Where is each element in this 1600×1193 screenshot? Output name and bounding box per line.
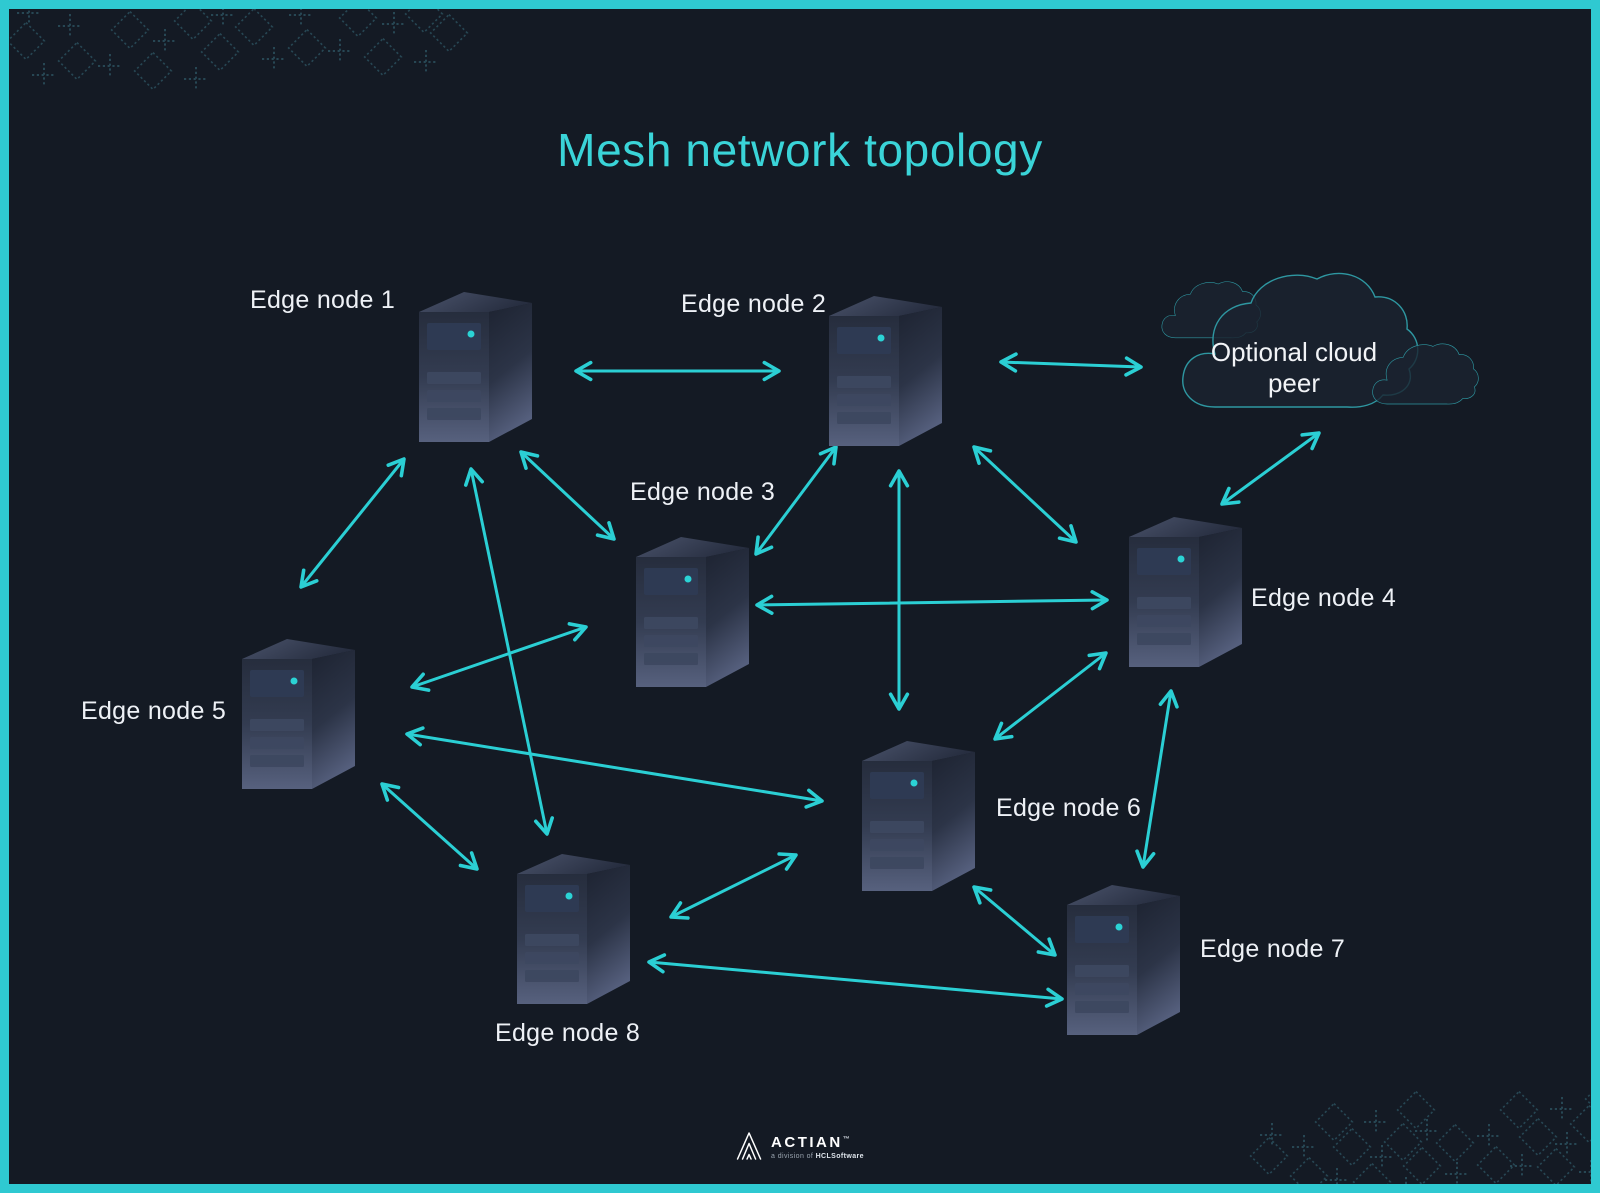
- corner-pattern-decoration: [9, 9, 1591, 1184]
- actian-logo-mark-icon: [736, 1132, 762, 1160]
- cloud-peer-label: Optional cloud peer: [1210, 337, 1378, 398]
- node-1-label: Edge node 1: [250, 286, 396, 314]
- server-panel: [644, 568, 698, 595]
- edge-node-1-node-3: [519, 450, 616, 541]
- node-6-label: Edge node 6: [996, 794, 1142, 822]
- server-led-icon: [565, 892, 573, 900]
- node-5-label: Edge node 5: [81, 697, 227, 725]
- edge-cloud-peer-node-4: [1220, 431, 1321, 506]
- diagram-node-7: [1067, 885, 1180, 1035]
- edge-node-5-node-3: [410, 622, 588, 692]
- diagram-node-6: [862, 741, 975, 891]
- edge-node-2-cloud-peer: [999, 352, 1143, 377]
- server-led-icon: [877, 334, 885, 342]
- edge-node-2-node-3: [754, 445, 838, 556]
- server-icon: [1129, 517, 1242, 667]
- server-led-icon: [1115, 923, 1123, 931]
- server-panel: [1075, 916, 1129, 943]
- edge-node-5-node-6: [405, 726, 824, 809]
- diagram-node-2: [829, 296, 942, 446]
- node-4-label: Edge node 4: [1251, 584, 1397, 612]
- diagram-node-3: [636, 537, 749, 687]
- server-led-icon: [467, 330, 475, 338]
- node-2-label: Edge node 2: [681, 290, 827, 318]
- server-led-icon: [910, 779, 918, 787]
- cloud-icon: [1161, 272, 1479, 408]
- edge-node-2-node-4: [972, 445, 1078, 544]
- edge-node-6-node-4: [993, 651, 1108, 741]
- cloud-peer-node: Optional cloud peer: [1149, 257, 1485, 423]
- page-title: Mesh network topology: [557, 124, 1043, 176]
- actian-logo: ACTIAN™ a division of HCLSoftware: [736, 1131, 864, 1161]
- node-7-label: Edge node 7: [1200, 935, 1346, 963]
- server-led-icon: [1177, 555, 1185, 563]
- edge-node-5-node-8: [380, 782, 479, 871]
- server-panel: [870, 772, 924, 799]
- server-icon: [242, 639, 355, 789]
- node-8-label: Edge node 8: [495, 1019, 641, 1047]
- server-led-icon: [290, 677, 298, 685]
- server-panel: [250, 670, 304, 697]
- edge-node-1-node-8: [463, 467, 555, 836]
- server-panel: [837, 327, 891, 354]
- server-led-icon: [684, 575, 692, 583]
- server-panel: [1137, 548, 1191, 575]
- edge-node-4-node-7: [1135, 689, 1179, 869]
- node-3-label: Edge node 3: [630, 478, 776, 506]
- edge-node-1-node-5: [299, 457, 406, 589]
- cloud-small-right-icon: [1372, 343, 1479, 405]
- server-icon: [419, 292, 532, 442]
- server-icon: [1067, 885, 1180, 1035]
- diagram-node-1: [419, 292, 532, 442]
- server-icon: [829, 296, 942, 446]
- server-panel: [525, 885, 579, 912]
- edges-layer: [299, 352, 1321, 1008]
- diagram-node-5: [242, 639, 355, 789]
- server-icon: [636, 537, 749, 687]
- server-panel: [427, 323, 481, 350]
- server-icon: [862, 741, 975, 891]
- edge-node-8-node-7: [647, 953, 1064, 1008]
- server-icon: [517, 854, 630, 1004]
- brand-name: ACTIAN™: [771, 1134, 850, 1151]
- diagram-node-4: [1129, 517, 1242, 667]
- brand-tagline: a division of HCLSoftware: [771, 1153, 864, 1160]
- edge-node-3-node-4: [755, 590, 1109, 615]
- diagram-node-8: [517, 854, 630, 1004]
- edge-node-8-node-6: [669, 852, 798, 920]
- edge-node-6-node-7: [972, 885, 1057, 957]
